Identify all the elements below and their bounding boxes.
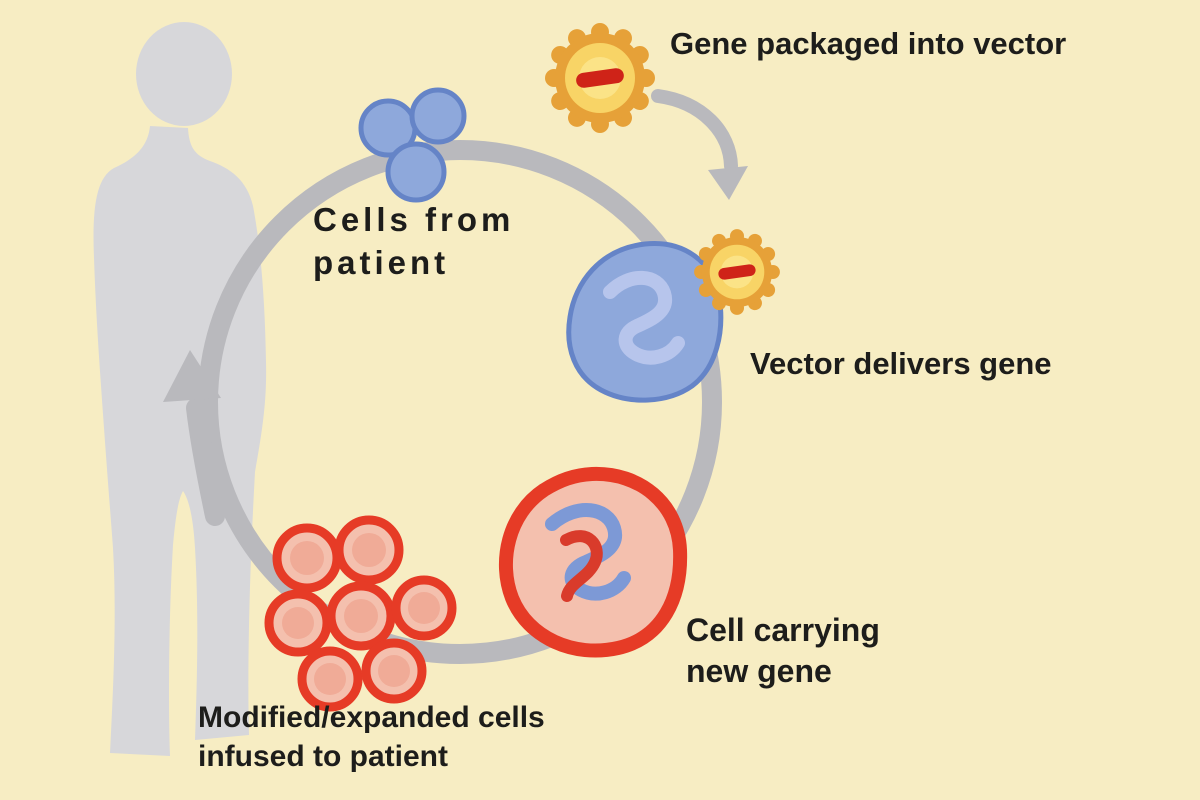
patient-cell [409,87,467,145]
new-gene-squiggle-icon [560,530,603,602]
dna-squiggle-icon [545,503,631,601]
modified-cell-small [297,646,363,712]
label-vector-delivers: Vector delivers gene [750,346,1052,381]
patient-cell [385,141,447,203]
modified-cells-cluster [264,515,457,712]
label-line: patient [313,244,450,281]
label-cell-carrying: Cell carrying new gene [686,610,880,692]
label-line: infused to patient [198,740,448,773]
label-line: Modified/expanded cells [198,701,545,734]
dna-squiggle-icon [603,270,685,365]
curved-arrow-icon [651,89,748,200]
modified-cell-small [326,581,396,651]
modified-cell [499,466,688,658]
cycle-circle [198,140,722,664]
label-gene-packaged: Gene packaged into vector [670,26,1067,61]
modified-cell-small [334,515,404,585]
label-cells-from-patient: Cells from patient [313,198,514,284]
label-line: Cells from [313,201,515,238]
patient-cells-cluster [358,87,467,203]
virus-vector-icon [545,23,655,133]
label-line: new gene [686,653,832,689]
modified-cell-small [361,638,427,704]
up-arrow-icon [163,350,225,526]
label-modified-cells: Modified/expanded cells infused to patie… [198,698,545,776]
modified-cell-small [264,589,332,657]
modified-cell-small [391,575,457,641]
patient-silhouette [93,22,267,756]
modified-cell-small [272,523,342,593]
label-line: Cell carrying [686,612,880,648]
